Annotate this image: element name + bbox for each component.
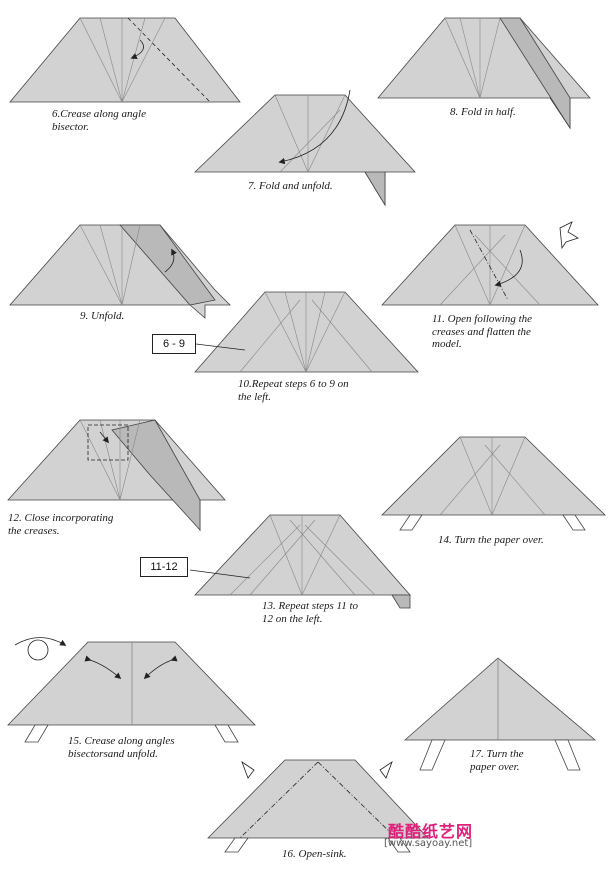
step-15-caption: 15. Crease along angles bisectorsand unf… [68, 735, 175, 760]
step-6-diagram [9, 17, 241, 103]
step-12-diagram [7, 419, 226, 532]
step-17-diagram [403, 657, 597, 771]
watermark-url: [www.sayoay.net] [384, 838, 473, 849]
step-10-diagram [194, 291, 419, 373]
step-13-caption: 13. Repeat steps 11 to 12 on the left. [262, 600, 359, 625]
step-10-caption: 10.Repeat steps 6 to 9 on the left. [238, 378, 349, 403]
step-11-caption: 11. Open following the creases and flatt… [432, 313, 533, 350]
watermark-logo: 酷酷纸艺网 [388, 822, 474, 841]
step-9-caption: 9. Unfold. [80, 310, 125, 322]
step-16-caption: 16. Open-sink. [282, 848, 347, 860]
step-6-caption: 6.Crease along angle bisector. [52, 108, 146, 133]
step-11-diagram [381, 221, 599, 306]
step-7-caption: 7. Fold and unfold. [248, 180, 333, 192]
step-10-reference-box: 6 - 9 [152, 334, 196, 354]
step-13-diagram [189, 514, 411, 609]
step-9-diagram [9, 224, 231, 319]
watermark-url-text: www.sayoay.net [387, 838, 469, 849]
step-8-caption: 8. Fold in half. [450, 106, 516, 118]
step-13-reference-box: 11-12 [140, 557, 188, 577]
step-17-caption: 17. Turn the paper over. [470, 748, 524, 773]
step-7-diagram [194, 89, 416, 207]
step-12-caption: 12. Close incorporating the creases. [8, 512, 114, 537]
step-14-caption: 14. Turn the paper over. [438, 534, 544, 546]
step-8-diagram [377, 17, 591, 130]
step-14-diagram [381, 436, 606, 531]
step-16-diagram [207, 759, 429, 853]
step-15-diagram [7, 637, 256, 743]
